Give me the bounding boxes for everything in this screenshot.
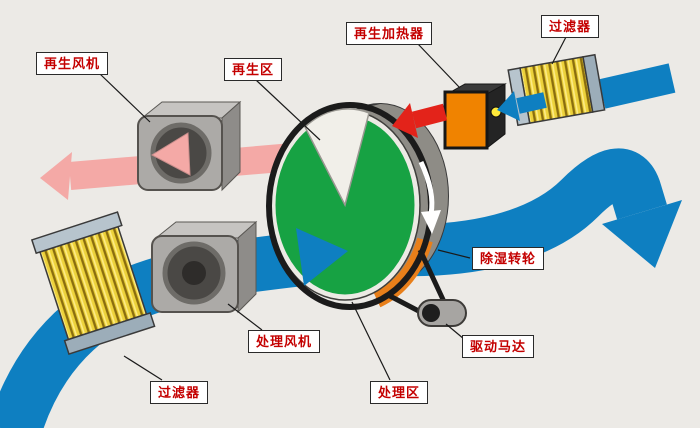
filtered-air-arrow: [497, 91, 547, 121]
hot-air-arrow: [392, 103, 448, 138]
process-fan: [151, 220, 258, 314]
outside-air-intake-arrow: [598, 63, 676, 109]
regeneration-heater: [443, 83, 507, 150]
label-top-filter: 过滤器: [541, 15, 600, 38]
leader-lines: [99, 36, 567, 381]
label-regeneration-zone: 再生区: [224, 58, 283, 81]
top-filter: [507, 53, 606, 127]
regeneration-fan: [137, 100, 242, 192]
regeneration-zone-wedge: [304, 108, 370, 208]
bottom-filter: [30, 211, 156, 355]
label-process-fan: 处理风机: [248, 330, 321, 353]
process-air-outlet-arrow: [397, 148, 682, 277]
label-process-zone: 处理区: [370, 381, 429, 404]
label-bottom-filter: 过滤器: [150, 381, 209, 404]
label-drive-motor: 驱动马达: [462, 335, 535, 358]
label-regeneration-heater: 再生加热器: [346, 22, 433, 45]
label-regeneration-fan: 再生风机: [36, 52, 109, 75]
drive-motor: [417, 299, 467, 327]
wheel-rotation-arrow: [418, 160, 441, 234]
process-air-into-wheel-arrow: [296, 228, 348, 286]
label-dehumidification-wheel: 除湿转轮: [472, 247, 545, 270]
